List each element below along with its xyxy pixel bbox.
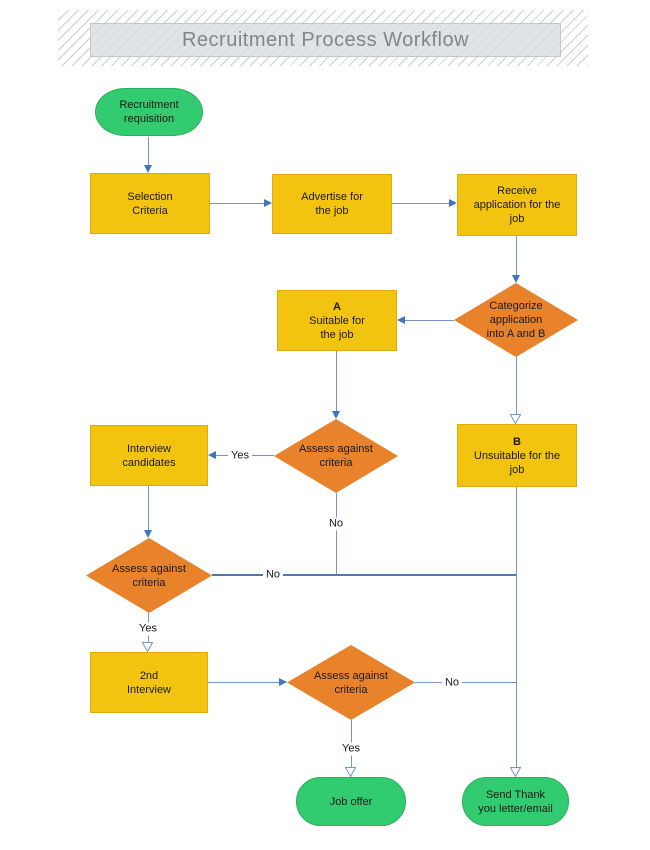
open-arrowhead-down-icon [510, 414, 521, 424]
arrowhead-down-icon [144, 165, 152, 173]
node-categorize-application: Categorize application into A and B [454, 283, 578, 357]
page-title: Recruitment Process Workflow [90, 23, 561, 57]
edge-receive-to-categorize [516, 236, 517, 275]
node-label: Send Thank you letter/email [478, 788, 553, 815]
node-label: Assess against criteria [299, 443, 373, 469]
edge-label-yes: Yes [136, 622, 160, 636]
edge-second-interview-to-assess3 [208, 682, 279, 683]
node-assess-against-criteria-2: Assess against criteria [86, 538, 212, 613]
arrowhead-right-icon [449, 199, 457, 207]
edge-categorize-to-unsuitable [516, 357, 517, 415]
edge-start-to-selection [148, 137, 149, 165]
node-selection-criteria: Selection Criteria [90, 173, 210, 234]
node-label: Selection Criteria [127, 190, 173, 217]
node-a-suitable: A Suitable for the job [277, 290, 397, 351]
edge-label-no: No [262, 568, 284, 582]
arrowhead-left-icon [397, 316, 405, 324]
node-label: Advertise for the job [301, 191, 363, 217]
edge-categorize-to-suitable [405, 320, 454, 321]
node-interview-candidates: Interview candidates [90, 425, 208, 486]
edge-assess2-no-right [212, 574, 516, 576]
arrowhead-down-icon [332, 411, 340, 419]
node-label: 2nd Interview [126, 669, 172, 696]
arrowhead-down-icon [512, 275, 520, 283]
node-recruitment-requisition: Recruitment requisition [95, 88, 203, 136]
edge-selection-to-advertise [210, 203, 264, 204]
edge-advertise-to-receive [392, 203, 449, 204]
node-send-thank-you: Send Thank you letter/email [462, 777, 569, 826]
arrowhead-right-icon [279, 678, 287, 686]
edge-assess3-no-right [415, 682, 516, 683]
node-label: Interview candidates [122, 442, 176, 469]
node-job-offer: Job offer [296, 777, 406, 826]
node-receive-application: Receive application for the job [457, 174, 577, 236]
edge-label-no: No [441, 676, 463, 690]
node-prefix: B [513, 435, 521, 448]
node-prefix: A [333, 300, 341, 313]
node-label: Assess against criteria [314, 669, 388, 696]
edge-label-no: No [325, 517, 347, 531]
node-label: Categorize application into A and B [486, 300, 546, 340]
arrowhead-right-icon [264, 199, 272, 207]
node-label: Recruitment requisition [119, 99, 179, 125]
edge-unsuitable-to-send-thank-you [516, 487, 517, 767]
arrowhead-left-icon [208, 451, 216, 459]
open-arrowhead-down-icon [142, 642, 153, 652]
open-arrowhead-down-icon [345, 767, 356, 777]
node-assess-against-criteria-3: Assess against criteria [287, 645, 415, 720]
node-assess-against-criteria-1: Assess against criteria [274, 419, 398, 493]
edge-interview-to-assess2 [148, 486, 149, 530]
node-label: Suitable for the job [309, 314, 365, 341]
edge-suitable-to-assess1 [336, 351, 337, 411]
node-label: Assess against criteria [112, 562, 186, 589]
edge-label-yes: Yes [228, 449, 252, 463]
node-label: Unsuitable for the job [473, 449, 561, 476]
node-b-unsuitable: B Unsuitable for the job [457, 424, 577, 487]
edge-assess1-no-down [336, 493, 337, 575]
node-label: Receive application for the job [473, 185, 561, 225]
node-second-interview: 2nd Interview [90, 652, 208, 713]
open-arrowhead-down-icon [510, 767, 521, 777]
node-advertise-for-the-job: Advertise for the job [272, 174, 392, 234]
edge-label-yes: Yes [339, 742, 363, 756]
arrowhead-down-icon [144, 530, 152, 538]
node-label: Job offer [329, 795, 373, 808]
